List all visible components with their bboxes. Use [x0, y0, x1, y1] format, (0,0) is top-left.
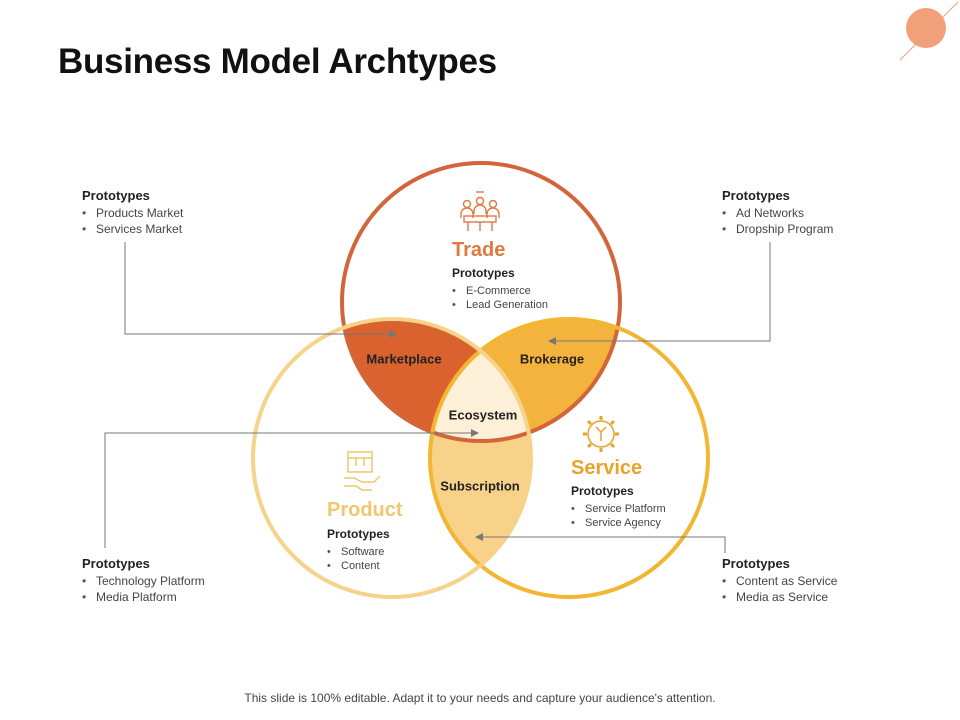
trade-prototypes-list: E-Commerce Lead Generation — [452, 284, 548, 312]
callout-list: Ad Networks Dropship Program — [722, 205, 833, 237]
list-item: Services Market — [82, 221, 183, 237]
corner-decoration — [899, 1, 959, 61]
list-item: Technology Platform — [82, 573, 205, 589]
callout-top-right: Prototypes Ad Networks Dropship Program — [722, 188, 833, 237]
trade-title: Trade — [452, 239, 506, 261]
service-prototypes: Prototypes Service Platform Service Agen… — [571, 484, 666, 530]
callout-heading: Prototypes — [82, 556, 150, 571]
product-prototypes-heading: Prototypes — [327, 527, 390, 541]
callout-bottom-right: Prototypes Content as Service Media as S… — [722, 556, 837, 605]
ecosystem-region — [430, 319, 531, 441]
product-circle — [251, 317, 533, 599]
callout-list: Technology Platform Media Platform — [82, 573, 205, 605]
list-item: Media Platform — [82, 589, 205, 605]
connector-top-right — [548, 242, 771, 345]
marketplace-label: Marketplace — [366, 351, 442, 367]
trade-circle — [340, 161, 622, 443]
connector-bottom-left — [104, 429, 479, 548]
brokerage-label: Brokerage — [519, 351, 585, 367]
page-title: Business Model Archtypes — [58, 42, 497, 81]
list-item: Software — [327, 545, 390, 559]
list-item: Ad Networks — [722, 205, 833, 221]
product-prototypes: Prototypes Software Content — [327, 527, 390, 573]
callout-heading: Prototypes — [722, 556, 790, 571]
service-circle — [428, 317, 710, 599]
service-title: Service — [571, 457, 643, 479]
trade-prototypes: Prototypes E-Commerce Lead Generation — [452, 266, 548, 312]
callout-top-left: Prototypes Products Market Services Mark… — [82, 188, 183, 237]
list-item: E-Commerce — [452, 284, 548, 298]
callout-bottom-left: Prototypes Technology Platform Media Pla… — [82, 556, 205, 605]
connector-bottom-right — [475, 533, 726, 553]
list-item: Content — [327, 559, 390, 573]
list-item: Products Market — [82, 205, 183, 221]
people-meeting-icon — [460, 191, 500, 231]
list-item: Service Platform — [571, 502, 666, 516]
list-item: Media as Service — [722, 589, 837, 605]
list-item: Lead Generation — [452, 298, 548, 312]
service-prototypes-heading: Prototypes — [571, 484, 634, 498]
list-item: Service Agency — [571, 516, 666, 530]
box-hand-icon — [344, 451, 381, 491]
ecosystem-label: Ecosystem — [448, 407, 518, 423]
callout-list: Content as Service Media as Service — [722, 573, 837, 605]
callout-heading: Prototypes — [722, 188, 790, 203]
trade-prototypes-heading: Prototypes — [452, 266, 515, 280]
subscription-label: Subscription — [440, 478, 520, 494]
product-prototypes-list: Software Content — [327, 545, 390, 573]
callout-heading: Prototypes — [82, 188, 150, 203]
service-prototypes-list: Service Platform Service Agency — [571, 502, 666, 530]
callout-list: Products Market Services Market — [82, 205, 183, 237]
product-title: Product — [327, 499, 403, 521]
footer-note: This slide is 100% editable. Adapt it to… — [244, 691, 716, 705]
gear-wrench-icon — [583, 416, 619, 452]
connector-top-left — [124, 242, 397, 338]
list-item: Content as Service — [722, 573, 837, 589]
list-item: Dropship Program — [722, 221, 833, 237]
